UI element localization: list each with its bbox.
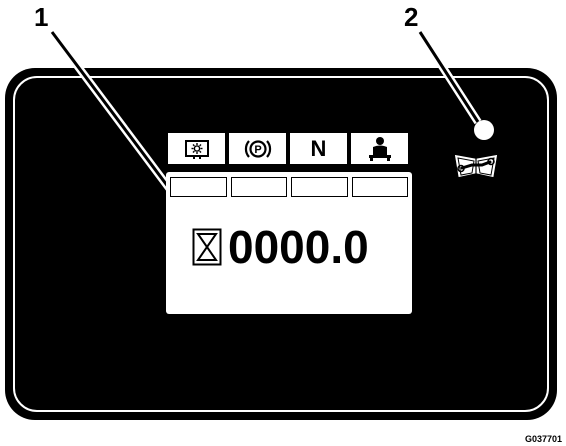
operator-seat-icon <box>368 136 391 161</box>
callout-1: 1 <box>34 2 49 32</box>
status-segment <box>291 177 348 197</box>
operator-seat-indicator <box>351 133 408 164</box>
hour-meter-value: 0000.0 <box>228 221 369 273</box>
panel-border <box>13 76 549 412</box>
neutral-icon: N <box>310 135 327 161</box>
service-led <box>474 120 494 140</box>
status-segment <box>170 177 227 197</box>
service-manual-icon <box>453 153 499 179</box>
warning-icon-strip: P N <box>168 133 408 164</box>
light-warning-indicator <box>168 133 225 164</box>
lcd-display: 0000.0 <box>166 172 412 314</box>
status-segment-row <box>170 177 408 197</box>
neutral-indicator: N <box>290 133 347 164</box>
leader-line-1 <box>50 31 174 193</box>
parking-brake-icon: P <box>244 139 271 158</box>
light-warning-icon <box>184 139 209 159</box>
parking-brake-letter: P <box>254 144 261 156</box>
figure-code: G037701 <box>524 434 562 444</box>
callout-2: 2 <box>404 2 419 32</box>
parking-brake-indicator: P <box>229 133 286 164</box>
leader-line-2 <box>418 31 480 123</box>
status-segment <box>230 177 287 197</box>
hourglass-icon <box>192 228 222 266</box>
status-segment <box>351 177 408 197</box>
hour-meter: 0000.0 <box>192 224 369 270</box>
